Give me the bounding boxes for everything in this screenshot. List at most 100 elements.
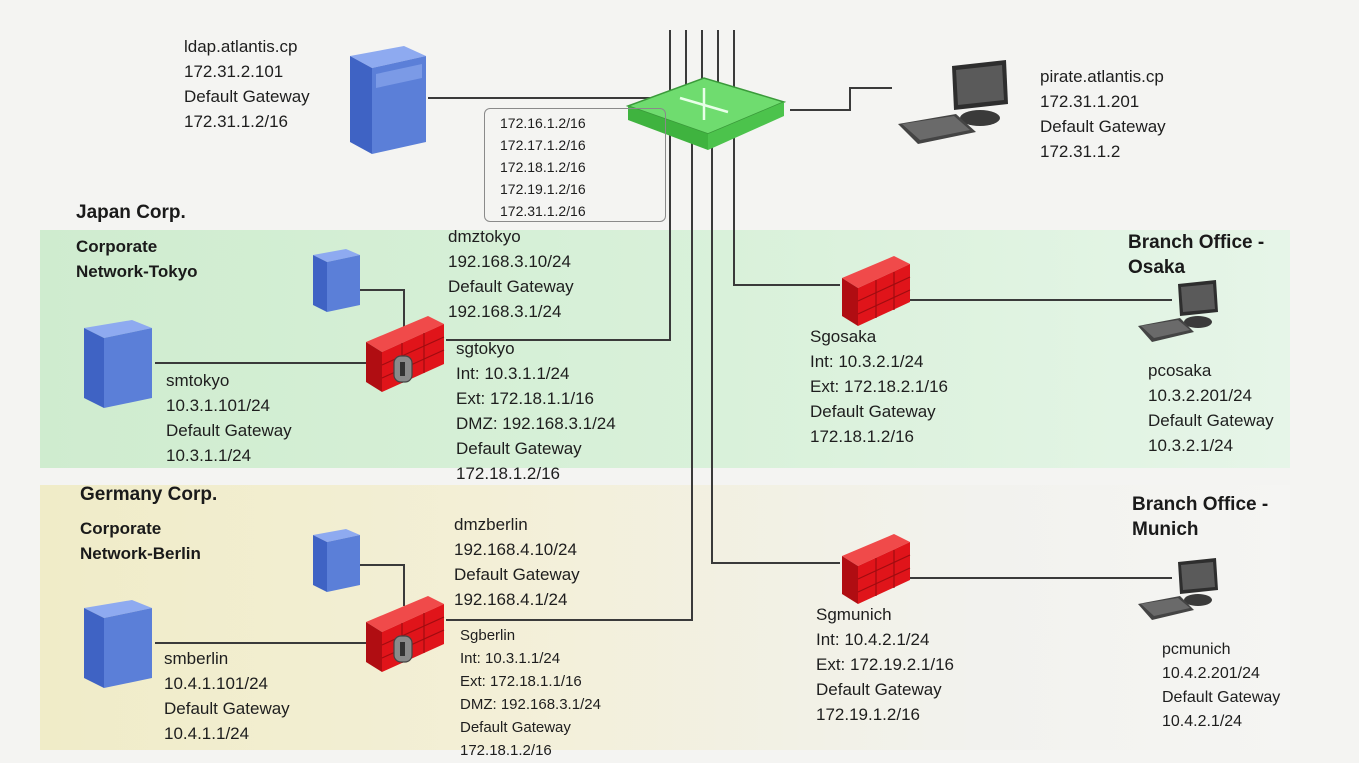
router-subnet-label: 172.17.1.2/16: [500, 137, 586, 153]
workstation-icon: [898, 60, 1008, 144]
router-subnet-box: [484, 108, 666, 222]
router-subnet-list: 172.16.1.2/16 172.17.1.2/16 172.18.1.2/1…: [500, 112, 586, 222]
sgosaka-int: Int: 10.3.2.1/24: [810, 352, 924, 371]
sgberlin-gateway: 172.18.1.2/16: [460, 742, 552, 759]
router-subnet-label: 172.31.1.2/16: [500, 203, 586, 219]
dmzberlin-hostname: dmzberlin: [454, 515, 528, 534]
germany-corp-title: Germany Corp.: [80, 484, 218, 505]
ldap-hostname: ldap.atlantis.cp: [184, 37, 298, 56]
munich-branch-title: Branch Office - Munich: [1132, 492, 1268, 542]
pcosaka-label: pcosaka 10.3.2.201/24 Default Gateway 10…: [1148, 358, 1274, 458]
smberlin-hostname: smberlin: [164, 649, 229, 668]
pirate-label: pirate.atlantis.cp 172.31.1.201 Default …: [1040, 64, 1166, 164]
smtokyo-hostname: smtokyo: [166, 371, 230, 390]
munich-branch-line: Branch Office -: [1132, 494, 1269, 515]
tokyo-network-title: Corporate Network-Tokyo: [76, 234, 198, 284]
ldap-gateway: 172.31.1.2/16: [184, 112, 288, 131]
sgmunich-label: Sgmunich Int: 10.4.2.1/24 Ext: 172.19.2.…: [816, 602, 954, 727]
dmzberlin-ip: 192.168.4.10/24: [454, 540, 577, 559]
sgtokyo-gateway-label: Default Gateway: [456, 439, 582, 458]
smtokyo-gateway-label: Default Gateway: [166, 421, 292, 440]
dmzberlin-label: dmzberlin 192.168.4.10/24 Default Gatewa…: [454, 512, 580, 612]
router-icon: [625, 77, 787, 150]
pirate-gateway: 172.31.1.2: [1040, 142, 1121, 161]
dmztokyo-gateway: 192.168.3.1/24: [448, 302, 562, 321]
server-icon: [350, 46, 426, 154]
router-subnet-label: 172.18.1.2/16: [500, 159, 586, 175]
sgosaka-label: Sgosaka Int: 10.3.2.1/24 Ext: 172.18.2.1…: [810, 324, 948, 449]
sgmunich-int: Int: 10.4.2.1/24: [816, 630, 930, 649]
japan-corp-title: Japan Corp.: [76, 202, 186, 223]
berlin-zone: [40, 485, 1290, 750]
pirate-hostname: pirate.atlantis.cp: [1040, 67, 1164, 86]
dmztokyo-ip: 192.168.3.10/24: [448, 252, 571, 271]
pcosaka-gateway: 10.3.2.1/24: [1148, 436, 1234, 455]
tokyo-network-line: Network-Tokyo: [76, 262, 198, 281]
pcmunich-hostname: pcmunich: [1162, 641, 1231, 658]
munich-branch-line: Munich: [1132, 519, 1199, 540]
ldap-label: ldap.atlantis.cp 172.31.2.101 Default Ga…: [184, 34, 310, 134]
dmzberlin-gateway-label: Default Gateway: [454, 565, 580, 584]
ldap-gateway-label: Default Gateway: [184, 87, 310, 106]
firewall-icon: [366, 596, 445, 672]
workstation-icon: [1138, 280, 1218, 342]
pcosaka-hostname: pcosaka: [1148, 361, 1212, 380]
sgtokyo-int: Int: 10.3.1.1/24: [456, 364, 570, 383]
server-icon: [84, 320, 152, 408]
dmztokyo-label: dmztokyo 192.168.3.10/24 Default Gateway…: [448, 224, 574, 324]
workstation-icon: [1138, 558, 1218, 620]
smberlin-ip: 10.4.1.101/24: [164, 674, 268, 693]
tokyo-zone: [40, 230, 1290, 468]
smberlin-gateway: 10.4.1.1/24: [164, 724, 250, 743]
smtokyo-label: smtokyo 10.3.1.101/24 Default Gateway 10…: [166, 368, 292, 468]
berlin-network-title: Corporate Network-Berlin: [80, 516, 201, 566]
dmztokyo-gateway-label: Default Gateway: [448, 277, 574, 296]
router-subnet-label: 172.19.1.2/16: [500, 181, 586, 197]
sgmunich-hostname: Sgmunich: [816, 605, 892, 624]
server-icon: [313, 529, 360, 592]
sgtokyo-gateway: 172.18.1.2/16: [456, 464, 560, 483]
sgmunich-ext: Ext: 172.19.2.1/16: [816, 655, 954, 674]
sgberlin-gateway-label: Default Gateway: [460, 719, 571, 736]
pcmunich-gateway: 10.4.2.1/24: [1162, 713, 1243, 730]
sgmunich-gateway: 172.19.1.2/16: [816, 705, 920, 724]
pcmunich-gateway-label: Default Gateway: [1162, 689, 1281, 706]
osaka-branch-title: Branch Office - Osaka: [1128, 230, 1264, 280]
sgosaka-ext: Ext: 172.18.2.1/16: [810, 377, 948, 396]
sgosaka-gateway: 172.18.1.2/16: [810, 427, 914, 446]
pcosaka-gateway-label: Default Gateway: [1148, 411, 1274, 430]
sgtokyo-label: sgtokyo Int: 10.3.1.1/24 Ext: 172.18.1.1…: [456, 336, 616, 486]
server-icon: [313, 249, 360, 312]
ldap-ip: 172.31.2.101: [184, 62, 284, 81]
pirate-ip: 172.31.1.201: [1040, 92, 1140, 111]
pcosaka-ip: 10.3.2.201/24: [1148, 386, 1252, 405]
firewall-icon: [842, 256, 911, 326]
tokyo-network-line: Corporate: [76, 237, 158, 256]
berlin-network-line: Corporate: [80, 519, 162, 538]
router-subnet-label: 172.16.1.2/16: [500, 115, 586, 131]
sgberlin-label: Sgberlin Int: 10.3.1.1/24 Ext: 172.18.1.…: [460, 624, 601, 762]
sgmunich-gateway-label: Default Gateway: [816, 680, 942, 699]
smberlin-label: smberlin 10.4.1.101/24 Default Gateway 1…: [164, 646, 290, 746]
pcmunich-label: pcmunich 10.4.2.201/24 Default Gateway 1…: [1162, 638, 1280, 734]
sgberlin-ext: Ext: 172.18.1.1/16: [460, 673, 582, 690]
firewall-icon: [842, 534, 911, 604]
firewall-icon: [366, 316, 445, 392]
sgberlin-dmz: DMZ: 192.168.3.1/24: [460, 696, 601, 713]
sgtokyo-ext: Ext: 172.18.1.1/16: [456, 389, 594, 408]
dmztokyo-hostname: dmztokyo: [448, 227, 521, 246]
pcmunich-ip: 10.4.2.201/24: [1162, 665, 1260, 682]
sgosaka-gateway-label: Default Gateway: [810, 402, 936, 421]
server-icon: [84, 600, 152, 688]
smtokyo-ip: 10.3.1.101/24: [166, 396, 270, 415]
smtokyo-gateway: 10.3.1.1/24: [166, 446, 252, 465]
sgberlin-int: Int: 10.3.1.1/24: [460, 650, 561, 667]
sgtokyo-hostname: sgtokyo: [456, 339, 515, 358]
osaka-branch-line: Branch Office -: [1128, 232, 1265, 253]
sgtokyo-dmz: DMZ: 192.168.3.1/24: [456, 414, 616, 433]
osaka-branch-line: Osaka: [1128, 257, 1186, 278]
berlin-network-line: Network-Berlin: [80, 544, 201, 563]
smberlin-gateway-label: Default Gateway: [164, 699, 290, 718]
